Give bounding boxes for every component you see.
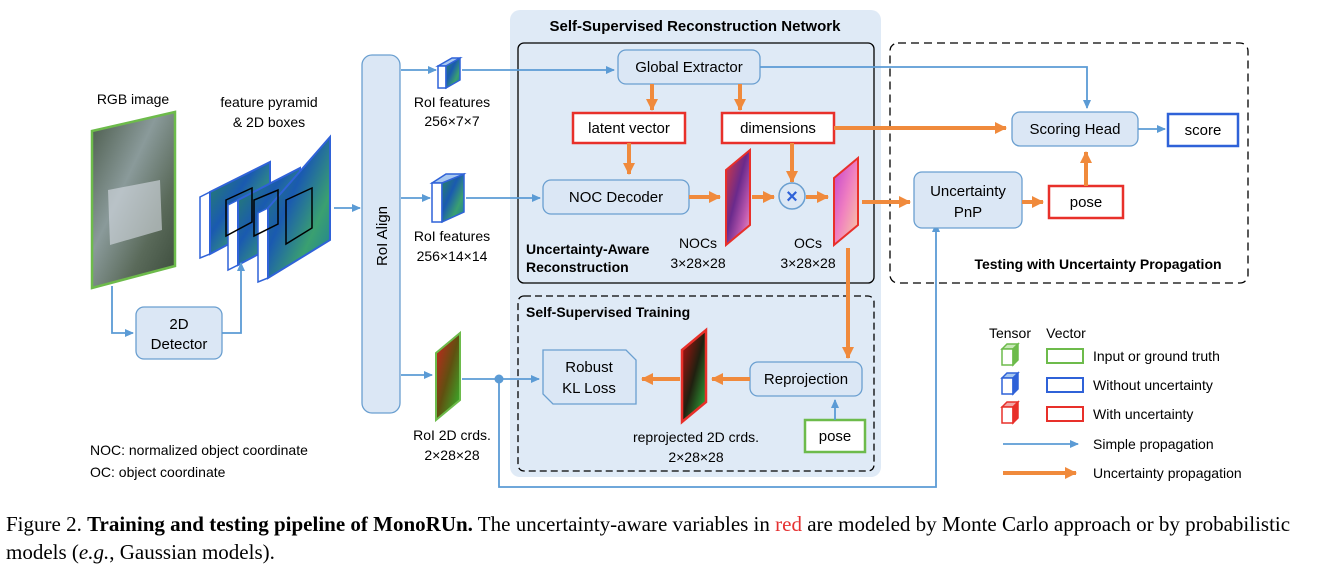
- legend-blue-tensor-icon: [1000, 371, 1020, 396]
- pose-gt-box: [803, 418, 867, 454]
- roi-feature-small-label-1: RoI features: [414, 94, 490, 110]
- feature-pyramid-label-1: feature pyramid: [220, 94, 317, 110]
- caption-bold: Training and testing pipeline of MonoRUn…: [87, 512, 473, 536]
- roi-align-label: RoI Align: [374, 206, 391, 266]
- scoring-head-label: Scoring Head: [1030, 121, 1121, 138]
- uar-label-2: Reconstruction: [526, 259, 629, 275]
- pose-gt-label: pose: [819, 428, 852, 445]
- roi-2d-crds-tensor: [435, 330, 461, 423]
- detector-label-1: 2D: [169, 316, 188, 333]
- image-to-detector-arrow: [111, 286, 134, 337]
- legend-red-vector: [1046, 406, 1084, 422]
- robust-kl-loss-box: [542, 349, 637, 405]
- ocs-label-2: 3×28×28: [780, 255, 835, 271]
- roi-crds-label-1: RoI 2D crds.: [413, 427, 491, 443]
- ocs-label-1: OCs: [794, 235, 822, 251]
- roi-feature-small-tensor: [435, 56, 463, 90]
- roi-crds-label-2: 2×28×28: [424, 447, 479, 463]
- self-supervised-training-box: [517, 295, 875, 472]
- caption-prefix: Figure 2.: [6, 512, 88, 536]
- legend-red-tensor-icon: [1000, 400, 1020, 425]
- roi-feature-large-tensor: [429, 172, 467, 224]
- caption-eg: e.g.: [78, 540, 110, 564]
- legend-without-unc: Without uncertainty: [1093, 377, 1213, 393]
- robust-loss-label-1: Robust: [565, 359, 613, 376]
- noc-note: NOC: normalized object coordinate: [90, 442, 308, 458]
- roi-feature-small-label-2: 256×7×7: [424, 113, 479, 129]
- ocs-tensor: [833, 155, 859, 248]
- nocs-tensor: [725, 147, 751, 248]
- detector-to-pyramid-arrow: [222, 262, 245, 334]
- sst-title: Self-Supervised Training: [526, 304, 690, 320]
- crds-to-pnp-arrow: [498, 223, 940, 488]
- feature-pyramid: [199, 134, 331, 284]
- uar-label-1: Uncertainty-Aware: [526, 241, 650, 257]
- uncertainty-aware-reconstruction-box: [517, 42, 875, 284]
- oc-note: OC: object coordinate: [90, 464, 226, 480]
- testing-box: [889, 42, 1249, 284]
- roi-align-box: [361, 54, 401, 414]
- unc-pnp-label-1: Uncertainty: [930, 183, 1006, 200]
- caption-text-3: , Gaussian models).: [109, 540, 275, 564]
- dimensions-label: dimensions: [740, 120, 816, 137]
- figure-caption: Figure 2. Training and testing pipeline …: [6, 510, 1338, 566]
- legend-input-gt: Input or ground truth: [1093, 348, 1220, 364]
- multiply-icon: [778, 182, 806, 210]
- reproj-crds-label-2: 2×28×28: [668, 449, 723, 465]
- reprojected-crds-tensor: [680, 327, 708, 425]
- reprojection-label: Reprojection: [764, 371, 848, 388]
- legend: Tensor Vector Input or ground truth With…: [989, 325, 1242, 481]
- noc-decoder-label: NOC Decoder: [569, 189, 663, 206]
- pipeline-diagram: Self-Supervised Reconstruction Network R…: [90, 10, 1249, 488]
- pose-output-box: [1047, 184, 1125, 220]
- unc-pnp-label-2: PnP: [954, 204, 982, 221]
- nocs-label-1: NOCs: [679, 235, 717, 251]
- reproj-crds-label-1: reprojected 2D crds.: [633, 429, 759, 445]
- latent-vector-box: [571, 111, 687, 145]
- multiply-symbol: ×: [786, 186, 798, 208]
- caption-text-2: are modeled by Monte Carlo approach or b…: [6, 512, 1291, 564]
- legend-green-tensor-icon: [1000, 342, 1020, 367]
- legend-vector-header: Vector: [1046, 325, 1086, 341]
- score-label: score: [1185, 122, 1222, 139]
- roi-feature-large-label-2: 256×14×14: [417, 248, 488, 264]
- score-box: [1166, 112, 1240, 148]
- extractor-to-scoring-arrow: [760, 66, 1091, 109]
- detector-label-2: Detector: [151, 336, 208, 353]
- caption-text-1: The uncertainty-aware variables in: [472, 512, 776, 536]
- roi-feature-large-label-1: RoI features: [414, 228, 490, 244]
- dimensions-box: [720, 111, 836, 145]
- feature-pyramid-label-2: & 2D boxes: [233, 114, 305, 130]
- rgb-image-car: [108, 180, 162, 245]
- pose-output-label: pose: [1070, 194, 1103, 211]
- legend-unc-prop: Uncertainty propagation: [1093, 465, 1242, 481]
- legend-blue-vector: [1046, 377, 1084, 393]
- rgb-image-label: RGB image: [97, 91, 170, 107]
- legend-with-unc: With uncertainty: [1093, 406, 1193, 422]
- testing-title: Testing with Uncertainty Propagation: [974, 256, 1221, 272]
- panel-title: Self-Supervised Reconstruction Network: [550, 18, 842, 35]
- caption-red-word: red: [775, 512, 802, 536]
- legend-simple-prop: Simple propagation: [1093, 436, 1214, 452]
- latent-vector-label: latent vector: [588, 120, 670, 137]
- robust-loss-label-2: KL Loss: [562, 380, 616, 397]
- nocs-label-2: 3×28×28: [670, 255, 725, 271]
- legend-green-vector: [1046, 348, 1084, 364]
- legend-tensor-header: Tensor: [989, 325, 1031, 341]
- global-extractor-label: Global Extractor: [635, 59, 743, 76]
